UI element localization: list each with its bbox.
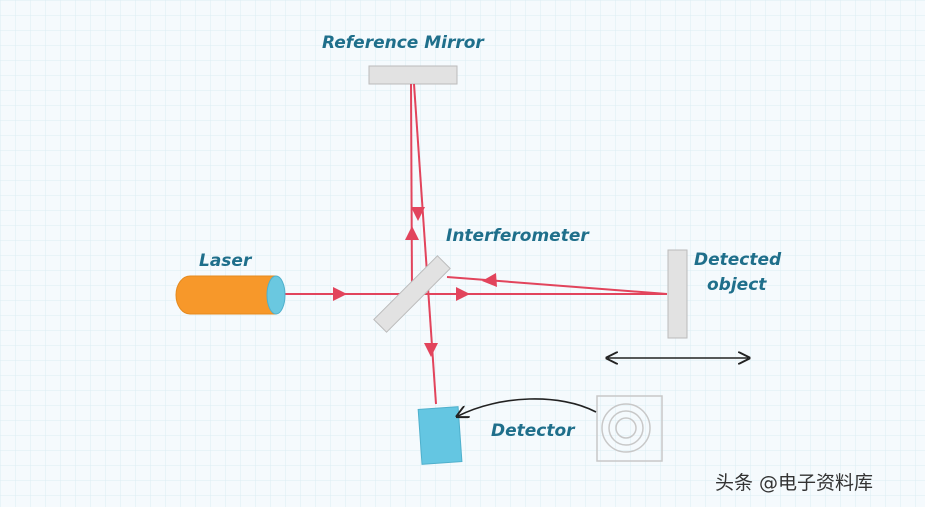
arrow-right-2: [456, 287, 470, 301]
detected-object: [667, 249, 688, 339]
watermark: 头条 @电子资料库: [715, 472, 873, 494]
reference-mirror: [368, 65, 458, 85]
arrow-right-1: [333, 287, 347, 301]
beam-to-reference: [410, 83, 413, 293]
laser: [175, 275, 286, 315]
label-detector: Detector: [491, 421, 576, 441]
interference-pattern-icon: [596, 395, 663, 462]
beam-splitter: [373, 255, 451, 333]
beam-return: [446, 276, 668, 295]
signal-curved-arrow-icon: [458, 398, 597, 416]
label-reference-mirror: Reference Mirror: [322, 33, 485, 53]
arrow-down-1: [411, 207, 425, 221]
label-interferometer: Interferometer: [446, 226, 590, 246]
beam-arrows: [333, 207, 497, 357]
arrow-left-return: [482, 273, 497, 287]
arrow-up: [405, 226, 419, 240]
detector: [417, 406, 463, 465]
label-detected-object-2: object: [707, 275, 767, 295]
label-laser: Laser: [199, 251, 253, 271]
label-detected-object-1: Detected: [694, 250, 782, 270]
arrow-down-2: [424, 343, 438, 357]
